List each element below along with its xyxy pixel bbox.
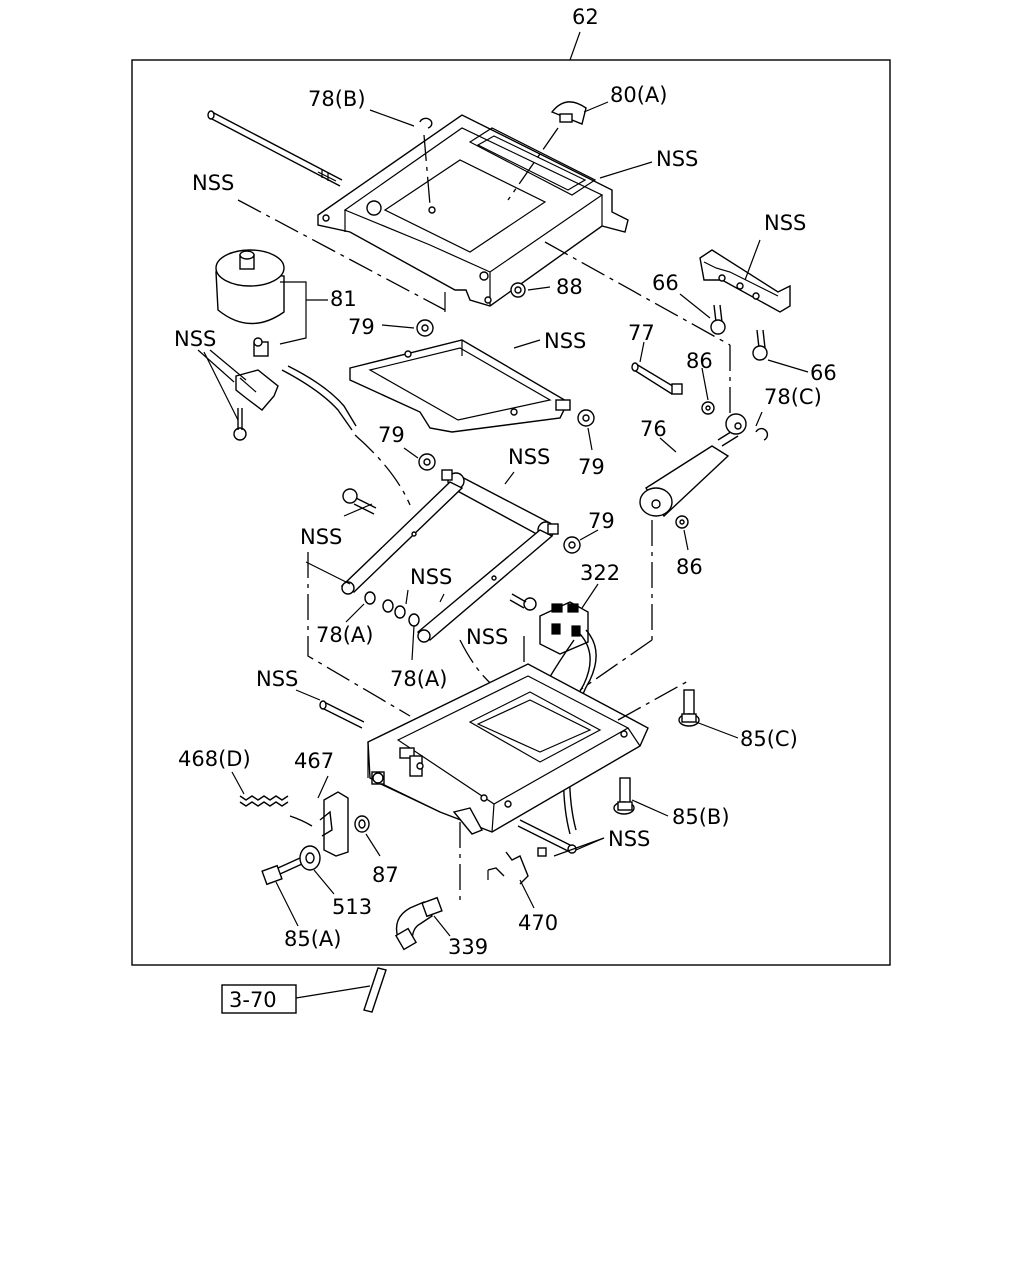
label-79-a: 79 bbox=[348, 315, 375, 339]
damper-76 bbox=[639, 413, 747, 518]
bolt-85b bbox=[613, 777, 635, 815]
base-frame bbox=[367, 663, 649, 835]
label-339: 339 bbox=[448, 935, 488, 959]
pin-nss bbox=[319, 700, 365, 729]
label-nss-rod: NSS bbox=[192, 171, 234, 195]
label-513: 513 bbox=[332, 895, 372, 919]
rod-shaft bbox=[207, 110, 343, 187]
part-80a bbox=[550, 101, 587, 125]
label-nss-bolt: NSS bbox=[300, 525, 342, 549]
bolt-66b bbox=[752, 329, 768, 361]
oring-87 bbox=[354, 815, 370, 833]
label-77: 77 bbox=[628, 321, 655, 345]
bolt-85c bbox=[678, 689, 700, 727]
pin-77 bbox=[631, 362, 683, 395]
label-76: 76 bbox=[640, 417, 667, 441]
label-78c: 78(C) bbox=[764, 385, 822, 409]
label-78b: 78(B) bbox=[308, 87, 366, 111]
ref-hose-icon bbox=[363, 967, 387, 1013]
washer-79d bbox=[563, 536, 581, 554]
label-nss-bottom: NSS bbox=[608, 827, 650, 851]
title-leader bbox=[569, 31, 581, 61]
label-470: 470 bbox=[518, 911, 558, 935]
label-79-d: 79 bbox=[588, 509, 615, 533]
label-79-b: 79 bbox=[378, 423, 405, 447]
label-78a-1: 78(A) bbox=[316, 623, 373, 647]
washer-79a bbox=[416, 319, 434, 337]
label-468d: 468(D) bbox=[178, 747, 251, 771]
clips-78a bbox=[364, 591, 420, 627]
nut-88 bbox=[510, 282, 526, 298]
label-nss-pin: NSS bbox=[256, 667, 298, 691]
plate-467 bbox=[317, 775, 349, 857]
label-322: 322 bbox=[580, 561, 620, 585]
label-88: 88 bbox=[556, 275, 583, 299]
upper-seat-frame bbox=[317, 114, 629, 307]
label-85a: 85(A) bbox=[284, 927, 341, 951]
fitting-hose bbox=[253, 337, 357, 431]
label-nss-scissor: NSS bbox=[508, 445, 550, 469]
washer-79b bbox=[577, 409, 595, 427]
ref-box[interactable] bbox=[221, 984, 297, 1014]
label-81: 81 bbox=[330, 287, 357, 311]
seat-swing-frame bbox=[349, 339, 571, 433]
bushing-86a bbox=[701, 401, 715, 415]
clip-78b bbox=[419, 117, 433, 129]
bracket-left bbox=[233, 369, 279, 441]
fitting-339 bbox=[394, 896, 443, 951]
clip-78c bbox=[755, 427, 769, 441]
air-spring-81 bbox=[215, 249, 285, 325]
bolt-66a bbox=[710, 304, 726, 335]
label-66-a: 66 bbox=[652, 271, 679, 295]
label-nss-top-right: NSS bbox=[656, 147, 698, 171]
ref-box-label: 3-70 bbox=[229, 988, 277, 1012]
clip-470 bbox=[487, 851, 529, 885]
label-nss-arm: NSS bbox=[410, 565, 452, 589]
bolt-85a bbox=[261, 857, 303, 886]
label-nss-bracket-right: NSS bbox=[764, 211, 806, 235]
label-87: 87 bbox=[372, 863, 399, 887]
label-66-b: 66 bbox=[810, 361, 837, 385]
label-78a-2: 78(A) bbox=[390, 667, 447, 691]
fitting-base bbox=[371, 771, 385, 785]
label-nss-left: NSS bbox=[174, 327, 216, 351]
label-80a: 80(A) bbox=[610, 83, 667, 107]
bolt-322 bbox=[509, 593, 537, 611]
label-86-a: 86 bbox=[686, 349, 713, 373]
bolt-nss bbox=[342, 488, 377, 515]
label-467: 467 bbox=[294, 749, 334, 773]
spring-468d bbox=[239, 795, 313, 827]
bushing-86b bbox=[675, 515, 689, 529]
label-nss-upper-frame: NSS bbox=[544, 329, 586, 353]
label-nss-mid: NSS bbox=[466, 625, 508, 649]
diagram-frame bbox=[131, 59, 891, 966]
pins-bottom bbox=[517, 819, 577, 857]
label-86-b: 86 bbox=[676, 555, 703, 579]
washer-513 bbox=[299, 845, 321, 871]
label-79-c: 79 bbox=[578, 455, 605, 479]
label-85b: 85(B) bbox=[672, 805, 730, 829]
washer-79c bbox=[418, 453, 436, 471]
scissor-arm-upper bbox=[340, 469, 559, 643]
bracket-right bbox=[699, 249, 791, 313]
label-85c: 85(C) bbox=[740, 727, 798, 751]
title-number: 62 bbox=[572, 5, 599, 29]
